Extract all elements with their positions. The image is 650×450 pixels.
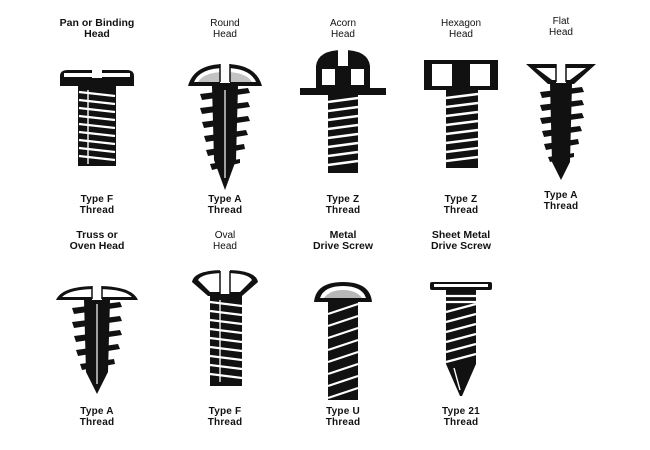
truss-head-screw-icon <box>56 285 138 394</box>
hexagon-head-screw-icon <box>424 60 498 168</box>
oval-head-screw-icon <box>192 270 258 386</box>
thread-label: Type U Thread <box>325 406 361 428</box>
pan-head-screw-icon <box>60 69 134 166</box>
thread-label: Type A Thread <box>543 190 579 212</box>
head-label: Flat Head <box>549 16 573 38</box>
thread-label: Type A Thread <box>79 406 115 428</box>
thread-label: Type F Thread <box>207 406 243 428</box>
thread-label: Type 21 Thread <box>442 406 480 428</box>
metal-drive-screw-icon <box>314 282 372 400</box>
screw-hexagon-head: Hexagon Head Type Z Thread <box>406 18 516 228</box>
head-label: Sheet Metal Drive Screw <box>430 229 492 252</box>
head-label: Oval Head <box>213 230 237 252</box>
screw-acorn-head: Acorn Head Type Z Thread <box>288 18 398 228</box>
screw-oval-head: Oval Head Type F Thread <box>170 230 280 440</box>
head-label: Truss or Oven Head <box>69 229 125 252</box>
screw-round-head: Round Head Type A Thread <box>170 18 280 228</box>
head-label: Acorn Head <box>329 18 357 40</box>
head-label: Pan or Binding Head <box>59 17 135 40</box>
screw-flat-head: Flat Head Type A Thread <box>506 16 616 226</box>
screw-sheet-metal-drive: Sheet Metal Drive Screw Type 21 Thread <box>406 230 516 440</box>
thread-label: Type Z Thread <box>325 194 361 216</box>
thread-label: Type Z Thread <box>443 194 479 216</box>
thread-label: Type A Thread <box>207 194 243 216</box>
round-head-screw-icon <box>188 63 262 190</box>
screw-metal-drive: Metal Drive Screw Type U Thread <box>288 230 398 440</box>
screw-pan-binding-head: Pan or Binding Head Type F Thread <box>42 18 152 228</box>
screw-truss-oven-head: Truss or Oven Head Type A Thread <box>42 230 152 440</box>
head-label: Round Head <box>210 18 240 40</box>
head-label: Metal Drive Screw <box>312 229 374 252</box>
thread-label: Type F Thread <box>79 194 115 216</box>
sheet-metal-drive-screw-icon <box>430 282 492 396</box>
acorn-head-screw-icon <box>300 49 386 173</box>
head-label: Hexagon Head <box>440 18 482 40</box>
flat-head-screw-icon <box>526 63 596 180</box>
